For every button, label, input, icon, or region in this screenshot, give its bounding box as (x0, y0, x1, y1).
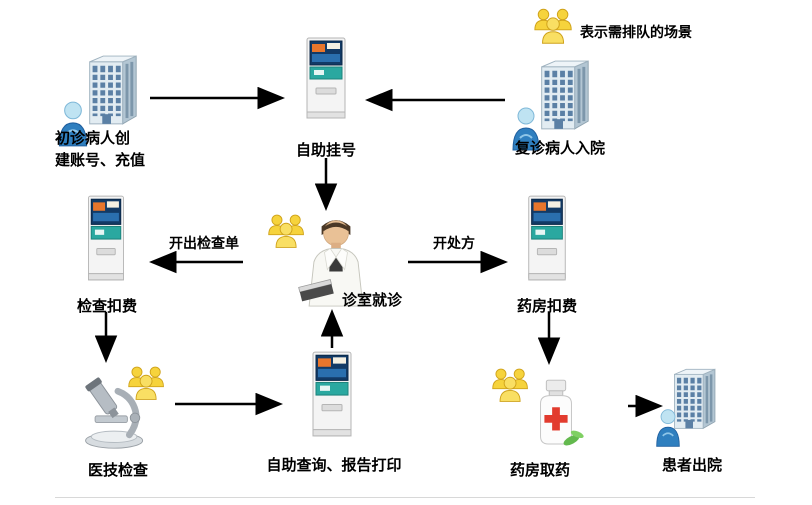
node-label-self-register: 自助挂号 (295, 141, 356, 159)
node-label-discharge: 患者出院 (661, 456, 722, 474)
kiosk-icon (306, 37, 346, 119)
queue-crowd-icon (492, 368, 528, 402)
building-icon (674, 368, 716, 430)
node-label-clinic: 诊室就诊 (341, 291, 402, 309)
node-label-medical-exam: 医技检查 (87, 461, 148, 479)
edge-label-prescription: 开处方 (433, 236, 475, 252)
kiosk-icon (528, 195, 566, 281)
queue-crowd-icon (534, 8, 572, 44)
medicine-bottle-icon (540, 379, 584, 446)
node-label-pharmacy-pickup: 药房取药 (509, 461, 570, 479)
legend-label: 表示需排队的场景 (580, 25, 692, 41)
bottom-divider (55, 497, 755, 498)
node-label-first-visit: 初诊病人创 建账号、充值 (55, 129, 146, 169)
node-label-return-visit: 复诊病人入院 (514, 139, 605, 157)
building-icon (89, 55, 137, 125)
queue-crowd-icon (128, 366, 164, 400)
kiosk-icon (88, 195, 124, 281)
person-icon (58, 101, 88, 147)
node-label-pharmacy-fee: 药房扣费 (516, 297, 577, 315)
person-icon (656, 409, 680, 447)
microscope-icon (85, 377, 144, 449)
doctor-icon (298, 220, 364, 307)
kiosk-icon (312, 351, 352, 437)
edge-label-exam-order: 开出检查单 (169, 236, 239, 252)
person-icon (512, 107, 540, 151)
node-label-self-query: 自助查询、报告打印 (266, 456, 402, 474)
building-icon (541, 60, 589, 130)
node-label-exam-fee: 检查扣费 (76, 297, 137, 315)
queue-crowd-icon (268, 214, 304, 248)
